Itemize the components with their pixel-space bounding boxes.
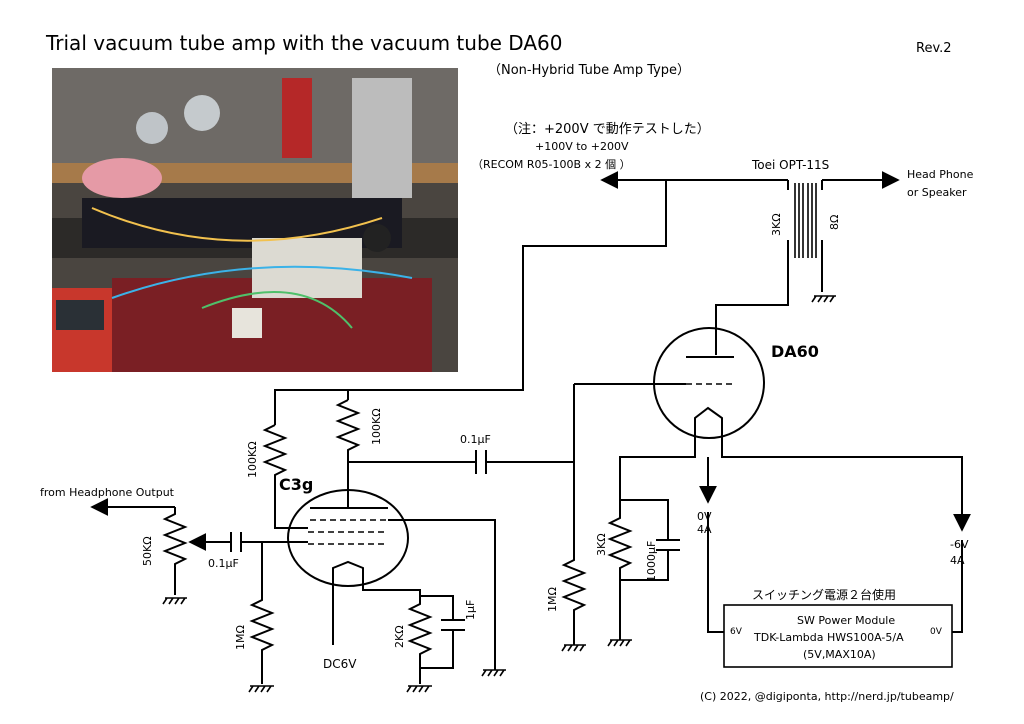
power-cathode-cap-label: 1000μF	[645, 541, 658, 582]
psu-right-wire	[952, 540, 963, 633]
psu-line-3: (5V,MAX10A)	[803, 648, 876, 661]
output-label-2: or Speaker	[907, 186, 967, 199]
page-title: Trial vacuum tube amp with the vacuum tu…	[45, 31, 562, 55]
psu-left-wire	[707, 512, 724, 633]
plate-wire	[715, 262, 789, 355]
hv-source-label: （RECOM R05-100B x 2 個 ）	[472, 158, 631, 171]
input-capacitor	[230, 532, 308, 552]
volume-label: 50KΩ	[141, 536, 154, 566]
hv-range-label: +100V to +200V	[535, 140, 629, 153]
power-cathode-capacitor	[620, 499, 680, 581]
filament-minus-voltage: -6V	[950, 538, 969, 551]
power-grid-resistor	[561, 548, 587, 652]
filament-left-wire	[619, 440, 696, 518]
psu-line-2: TDK-Lambda HWS100A-5/A	[753, 631, 904, 644]
screen-resistor-label: 100KΩ	[246, 441, 259, 478]
revision-label: Rev.2	[916, 41, 952, 56]
psu-right-pin: 0V	[930, 627, 943, 637]
power-cathode-ground	[607, 639, 632, 647]
cathode-capacitor	[420, 595, 465, 669]
cathode-cap-label: 1μF	[464, 600, 477, 620]
input-label: from Headphone Output	[40, 486, 175, 499]
heater-leads	[332, 585, 421, 645]
input-cap-label: 0.1μF	[208, 557, 239, 570]
output-label-1: Head Phone	[907, 168, 974, 181]
secondary-ground	[811, 262, 836, 303]
note-jp: （注：+200V で動作テストした）	[505, 122, 710, 137]
plate-resistor	[335, 399, 361, 508]
copyright: (C) 2022, @digiponta, http://nerd.jp/tub…	[700, 690, 954, 703]
cathode-resistor-label: 2KΩ	[393, 625, 406, 648]
coupling-capacitor	[348, 450, 574, 474]
psu-heading: スイッチング電源２台使用	[752, 587, 896, 602]
transformer-label: Toei OPT-11S	[751, 158, 829, 172]
psu-line-1: SW Power Module	[797, 614, 895, 627]
cathode-resistor	[407, 596, 433, 684]
da60-label: DA60	[771, 342, 819, 361]
primary-impedance-label: 3KΩ	[770, 213, 783, 236]
breadboard-photo	[52, 68, 458, 372]
grid-resistor	[248, 542, 275, 693]
filament-plus-voltage: 0V	[697, 510, 712, 523]
cathode-ground	[406, 685, 432, 693]
power-cathode-resistor	[607, 500, 633, 640]
secondary-impedance-label: 8Ω	[828, 215, 841, 230]
b-plus-line	[274, 171, 788, 425]
psu-box	[723, 604, 953, 668]
power-cathode-resistor-label: 3KΩ	[595, 533, 608, 556]
heater-supply-label: DC6V	[323, 657, 357, 671]
volume-potentiometer	[162, 507, 188, 605]
filament-plus-current: 4A	[697, 523, 712, 536]
power-grid-resistor-label: 1MΩ	[546, 587, 559, 612]
filament-minus-arrow	[721, 440, 971, 532]
suppressor-ground	[481, 669, 506, 677]
plate-resistor-label: 100KΩ	[370, 408, 383, 445]
psu-left-pin: 6V	[730, 627, 743, 637]
c3g-tube-symbol	[287, 489, 496, 670]
output-transformer	[787, 180, 823, 262]
grid-resistor-label: 1MΩ	[234, 625, 247, 650]
coupling-cap-label: 0.1μF	[460, 433, 491, 446]
screen-resistor	[262, 424, 308, 529]
subtitle: （Non-Hybrid Tube Amp Type）	[488, 63, 690, 78]
c3g-label: C3g	[279, 475, 313, 494]
